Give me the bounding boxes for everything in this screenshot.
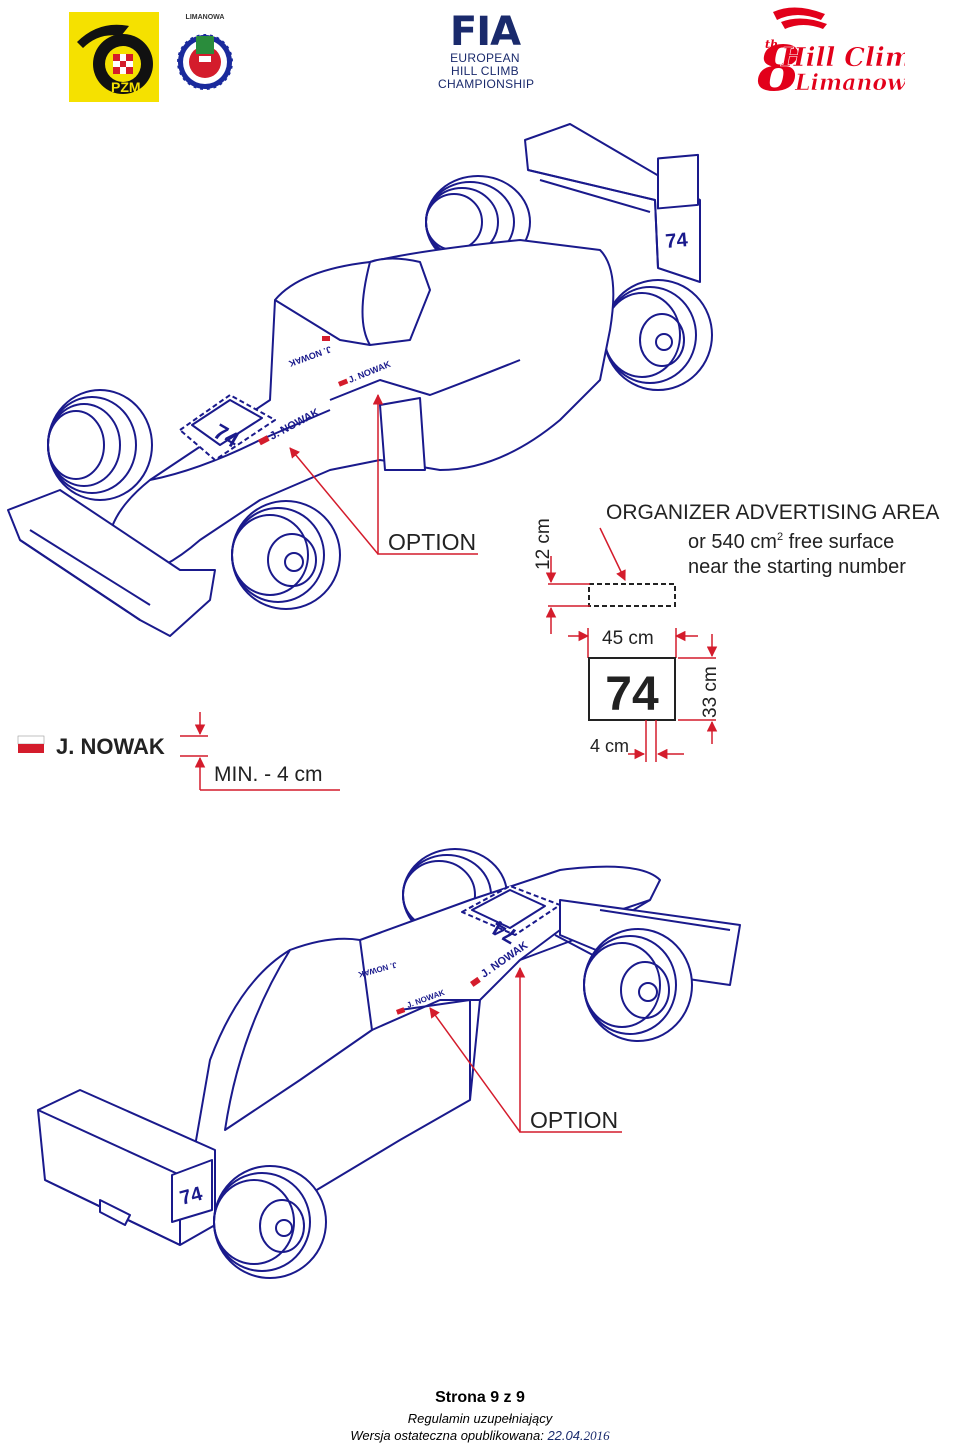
bottom-car [37, 848, 741, 1279]
top-car-front-wing [7, 489, 216, 637]
number-plate-sample-number: 74 [605, 668, 659, 721]
organizer-line2: near the starting number [688, 556, 906, 578]
top-car-flag-icon [258, 435, 270, 446]
dim-12cm-label: 12 cm [533, 518, 554, 570]
club-logo: LIMANOWA [174, 10, 236, 96]
version-date-a: 22.04. [547, 1428, 584, 1443]
top-option-callout [289, 393, 478, 555]
svg-text:or 540 cm2 free surface: or 540 cm2 free surface [688, 531, 894, 553]
organizer-area-box [588, 583, 676, 607]
page-number: Strona 9 z 9 [435, 1389, 525, 1406]
pzm-logo-text: PZM [111, 79, 141, 95]
bottom-car-rear-wing [37, 1089, 216, 1246]
pzm-logo: PZM [69, 12, 159, 102]
bottom-option-label: OPTION [530, 1107, 618, 1133]
dim-12cm [545, 556, 590, 634]
bottom-car-front-tyre [583, 928, 693, 1042]
club-logo-text: LIMANOWA [186, 14, 225, 21]
top-car-cockpit-flag-icon [338, 378, 349, 387]
dim-33cm [678, 634, 718, 744]
number-plate-sample [588, 657, 676, 721]
top-car [7, 123, 713, 637]
bottom-car-rear-tyre-near [213, 1165, 327, 1279]
bottom-car-cockpit-flag-icon [395, 1007, 406, 1015]
poland-flag-icon [17, 735, 45, 745]
dim-45cm-label: 45 cm [602, 628, 654, 649]
top-car-nose-number-plate [179, 394, 276, 461]
top-car-wing-number: 74 [665, 229, 690, 253]
top-car-rear-wing [524, 123, 701, 283]
event-ordinal: th [765, 38, 778, 51]
name-sample-min-label: MIN. - 4 cm [214, 763, 323, 786]
swoosh-icon [773, 7, 825, 20]
top-car-cockpit-left-flag-icon [322, 336, 330, 341]
bottom-car-flag-icon [470, 976, 481, 987]
top-car-front-tyre-right [231, 500, 341, 610]
event-number: 8 [756, 32, 800, 100]
dim-4cm [628, 720, 684, 762]
fia-line-3: CHAMPIONSHIP [438, 77, 535, 91]
organizer-line1: or 540 cm [688, 531, 777, 553]
top-option-label: OPTION [388, 529, 476, 555]
version-line: Wersja ostateczna opublikowana: 22.04.20… [0, 1428, 960, 1444]
auto-moto-klub-logo: LIMANOWA [176, 14, 234, 91]
version-date-b: 2016 [583, 1428, 610, 1443]
name-sample-text: J. NOWAK [56, 734, 165, 759]
name-sample: J. NOWAK MIN. - 4 cm [17, 712, 340, 791]
organizer-area-spec: ORGANIZER ADVERTISING AREA or 540 cm2 fr… [533, 501, 939, 762]
dim-33cm-label: 33 cm [700, 666, 721, 718]
dim-4cm-label: 4 cm [590, 736, 629, 756]
document-subtitle: Regulamin uzupełniający [407, 1411, 553, 1426]
organizer-sup: 2 [777, 531, 783, 543]
fia-mark: FIA [449, 9, 521, 55]
top-car-front-tyre-left [47, 389, 153, 501]
fia-line-2: HILL CLIMB [451, 64, 519, 78]
livery-diagram: 74 74 J. NOWAK J. NOWAK J. NOWAK OPTION … [7, 123, 939, 1279]
pzm-wheel-icon: PZM [77, 24, 153, 95]
dim-45cm [568, 628, 698, 658]
organizer-title: ORGANIZER ADVERTISING AREA [606, 501, 939, 524]
fia-logo: FIA EUROPEAN HILL CLIMB CHAMPIONSHIP [438, 9, 535, 102]
top-car-rear-tyre-right [603, 279, 713, 391]
version-prefix: Wersja ostateczna opublikowana: [350, 1428, 548, 1443]
fia-line-1: EUROPEAN [450, 51, 520, 65]
event-city: Limanowa [794, 70, 905, 96]
organizer-line1-rest: free surface [783, 531, 894, 553]
bottom-option-callout [429, 966, 622, 1133]
